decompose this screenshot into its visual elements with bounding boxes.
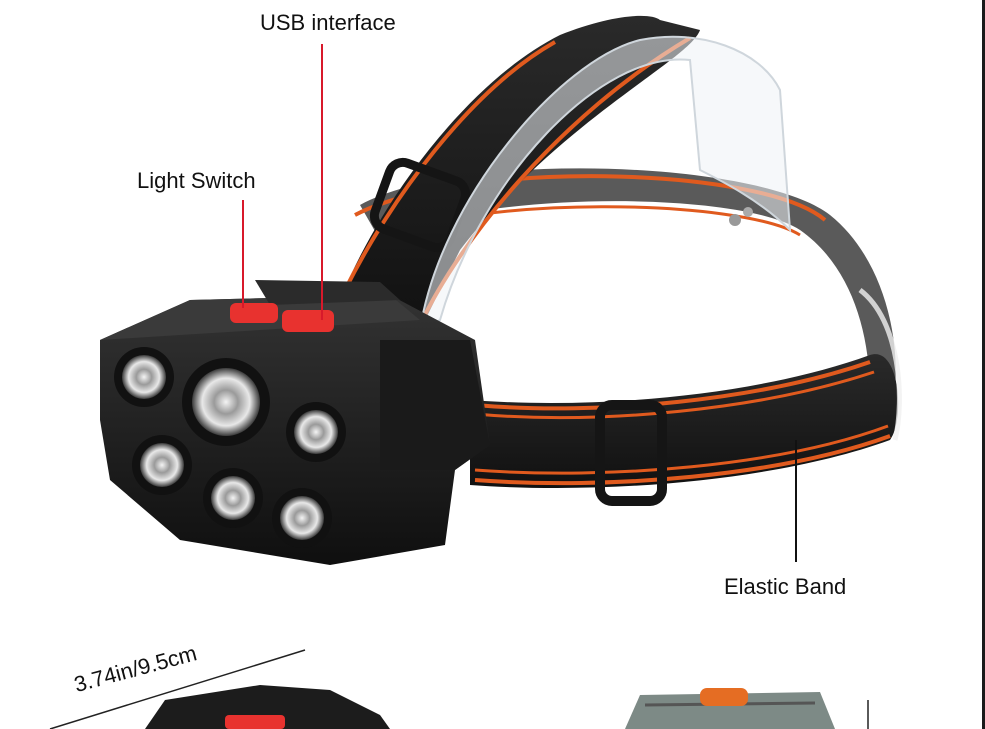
elastic-band-callout-line [795,440,797,562]
bottom-front-view [145,685,390,729]
light-switch-label: Light Switch [137,168,256,193]
bottom-side-view [625,688,835,729]
elastic-band-front [470,288,902,506]
led-lenses [114,347,346,548]
usb-callout-line [321,44,323,320]
usb-interface-label: USB interface [260,10,396,35]
elastic-band-label: Elastic Band [724,574,847,599]
clear-cradle [418,35,792,332]
dimension-line [49,649,306,729]
light-switch-callout-line [242,200,244,308]
image-right-border [982,0,985,729]
